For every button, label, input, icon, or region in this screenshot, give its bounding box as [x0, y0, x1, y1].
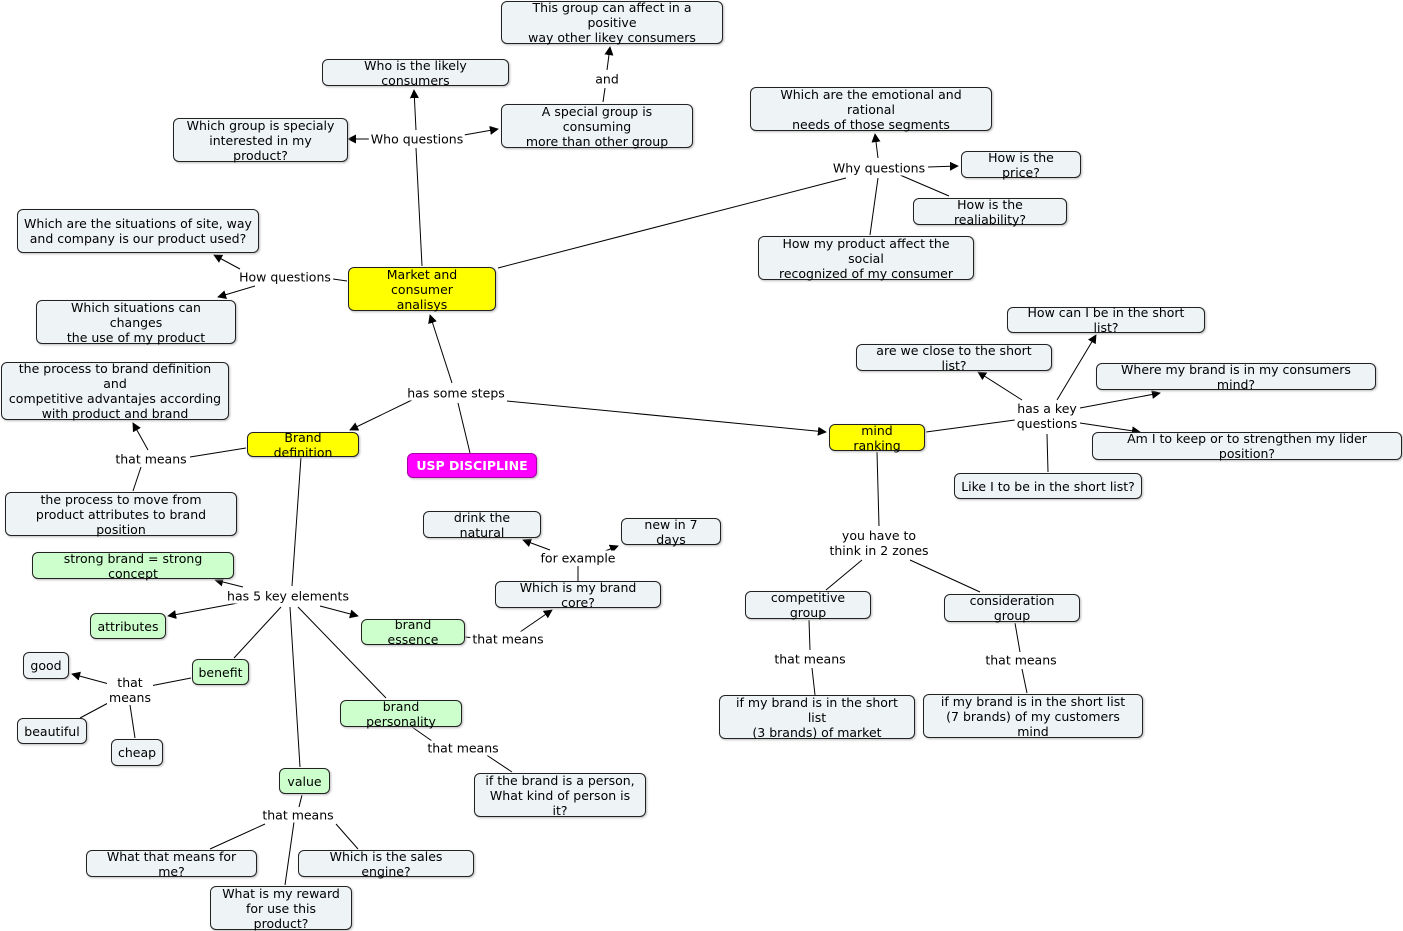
node-value[interactable]: value: [279, 768, 330, 794]
node-specialy-interested[interactable]: Which group is specialy interested in my…: [173, 118, 348, 163]
node-brand-mind[interactable]: Where my brand is in my consumers mind?: [1096, 362, 1376, 392]
node-consideration-group[interactable]: consideration group: [944, 593, 1080, 623]
label-for-example: for example: [538, 550, 618, 566]
node-short-list-7[interactable]: if my brand is in the short list (7 bran…: [923, 694, 1143, 739]
node-price[interactable]: How is the price?: [961, 150, 1081, 180]
label-that-means-consideration: that means: [983, 652, 1059, 668]
node-drink-natural[interactable]: drink the natural: [423, 510, 541, 540]
node-competitive-group[interactable]: competitive group: [745, 590, 871, 620]
label-that-means-value: that means: [260, 807, 336, 823]
node-short-list-how[interactable]: How can I be in the short list?: [1007, 305, 1205, 335]
label-has-key-questions: has a key questions: [1014, 401, 1080, 431]
label-why-questions: Why questions: [830, 160, 928, 176]
label-how-questions: How questions: [237, 269, 333, 285]
node-beautiful[interactable]: beautiful: [17, 718, 87, 744]
node-situations-site[interactable]: Which are the situations of site, way an…: [17, 209, 259, 253]
node-market-analysis[interactable]: Market and consumer analisys: [348, 267, 496, 312]
node-short-list-3[interactable]: if my brand is in the short list (3 bran…: [719, 695, 915, 740]
node-mind-ranking[interactable]: mind ranking: [829, 423, 925, 453]
node-process-brand[interactable]: the process to brand definition and comp…: [1, 361, 229, 421]
node-likely-consumers[interactable]: Who is the likely consumers: [322, 58, 509, 88]
node-person[interactable]: if the brand is a person, What kind of p…: [474, 773, 646, 818]
node-situations-change[interactable]: Which situations can changes the use of …: [36, 300, 236, 345]
label-two-zones: you have to think in 2 zones: [827, 528, 931, 558]
node-reward[interactable]: What is my reward for use this product?: [210, 886, 352, 931]
node-process-move[interactable]: the process to move from product attribu…: [5, 492, 237, 537]
label-that-means-personality: that means: [425, 740, 501, 756]
node-good[interactable]: good: [23, 652, 69, 679]
label-has-5-key-elements: has 5 key elements: [225, 588, 351, 604]
node-close-short-list[interactable]: are we close to the short list?: [856, 343, 1052, 373]
node-cheap[interactable]: cheap: [111, 739, 163, 766]
node-attributes[interactable]: attributes: [90, 613, 166, 639]
node-means-for-me[interactable]: What that means for me?: [86, 849, 257, 879]
node-lider-position[interactable]: Am I to keep or to strengthen my lider p…: [1092, 431, 1402, 461]
node-like-short-list[interactable]: Like I to be in the short list?: [954, 473, 1142, 499]
node-strong-brand[interactable]: strong brand = strong concept: [32, 551, 234, 581]
node-special-group[interactable]: A special group is consuming more than o…: [501, 104, 693, 149]
label-and: and: [593, 71, 621, 87]
node-usp-discipline[interactable]: USP DISCIPLINE: [407, 453, 537, 478]
node-emotional-needs[interactable]: Which are the emotional and rational nee…: [750, 87, 992, 132]
node-social[interactable]: How my product affect the social recogni…: [758, 236, 974, 281]
node-brand-personality[interactable]: brand personality: [340, 699, 462, 729]
label-who-questions: Who questions: [368, 131, 466, 147]
node-brand-core[interactable]: Which is my brand core?: [495, 580, 661, 610]
label-that-means-competitive: that means: [772, 651, 848, 667]
node-sales-engine[interactable]: Which is the sales engine?: [298, 849, 474, 879]
label-has-some-steps: has some steps: [405, 385, 507, 401]
label-that-means-brand-definition: that means: [113, 451, 189, 467]
node-new-7-days[interactable]: new in 7 days: [621, 517, 721, 547]
node-brand-essence[interactable]: brand essence: [361, 617, 465, 647]
node-reliability[interactable]: How is the realiability?: [913, 197, 1067, 227]
node-positive-way[interactable]: This group can affect in a positive way …: [501, 0, 723, 45]
label-that-means-essence: that means: [470, 631, 546, 647]
label-that-means-benefit: that means: [107, 675, 153, 705]
node-brand-definition[interactable]: Brand definition: [247, 430, 359, 460]
node-benefit[interactable]: benefit: [192, 659, 249, 685]
